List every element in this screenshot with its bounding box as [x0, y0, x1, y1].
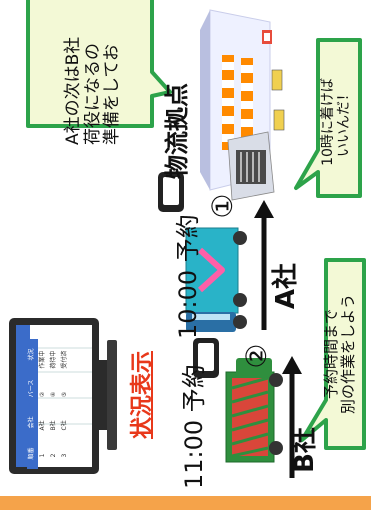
monitor-row: 2 B社 ④ 荷待中 — [49, 339, 60, 469]
bubble-bottom-line-2: 別の作業をしよう — [339, 294, 358, 415]
phone-b-icon — [193, 338, 219, 378]
bubble-mid-line-2: いいんだ！ — [336, 87, 353, 157]
bubble-top-line-1: A社の次はB社 — [63, 36, 83, 145]
arrow-b — [282, 356, 302, 478]
monitor-cell: 荷待中 — [49, 350, 57, 369]
monitor-cell: 作業中 — [38, 350, 46, 369]
monitor-cell: B社 — [49, 420, 57, 431]
company-b-label: B社 — [290, 427, 320, 473]
monitor-header-order: 順番 — [28, 447, 35, 460]
status-display-label: 状況表示 — [130, 351, 155, 440]
monitor-cell: A社 — [38, 420, 46, 431]
phone-a-icon — [158, 172, 184, 212]
monitor-header-company: 会社 — [28, 416, 35, 429]
depot-label: 物流拠点 — [163, 83, 191, 179]
monitor-cell: 3 — [60, 453, 68, 458]
monitor-header-berth: バース — [28, 379, 35, 398]
order-badge-b: ② — [240, 343, 273, 369]
bubble-bottom-text: 予約時間まで 別の作業をしよう — [322, 274, 361, 434]
monitor-cell: ⑤ — [60, 391, 68, 398]
truck-b — [225, 358, 283, 463]
monitor-table: 順番 会社 バース 状況 1 A社 ② 作業中 2 B社 ④ 荷待中 3 C社 … — [27, 339, 79, 469]
footer-bar — [0, 496, 371, 510]
bubble-mid — [294, 38, 362, 198]
order-badge-a: ① — [206, 193, 239, 219]
bubble-top — [26, 0, 172, 128]
monitor-cell: 2 — [49, 453, 57, 458]
monitor-cell: ④ — [49, 391, 57, 398]
bubble-bottom-line-1: 予約時間まで — [322, 309, 340, 400]
depot-building — [200, 9, 285, 201]
arrow-a — [254, 200, 274, 330]
bubble-mid-line-1: 10時に着けば — [320, 78, 336, 166]
bubble-top-text: A社の次はB社 荷役になるの 準備をしてお — [63, 15, 134, 145]
monitor-row: 3 C社 ⑤ 受付済 — [60, 339, 71, 469]
bubble-top-line-3: 準備をしてお — [102, 44, 123, 145]
monitor-cell: 1 — [38, 453, 46, 458]
bubble-bottom — [300, 258, 366, 450]
reservation-b: 11:00 予約 — [180, 364, 208, 489]
bubble-top-line-2: 荷役になるの — [82, 43, 103, 145]
monitor-cell: ② — [38, 391, 46, 398]
reservation-a: 10:00 予約 — [174, 214, 202, 339]
monitor-row: 1 A社 ② 作業中 — [38, 339, 49, 469]
company-a-label: A社 — [271, 262, 301, 310]
monitor-cell: 受付済 — [60, 350, 68, 369]
monitor-cell: C社 — [60, 420, 68, 431]
monitor-header-status: 状況 — [28, 348, 35, 361]
truck-a — [185, 227, 247, 332]
bubble-mid-text: 10時に着けば いいんだ！ — [320, 62, 358, 182]
